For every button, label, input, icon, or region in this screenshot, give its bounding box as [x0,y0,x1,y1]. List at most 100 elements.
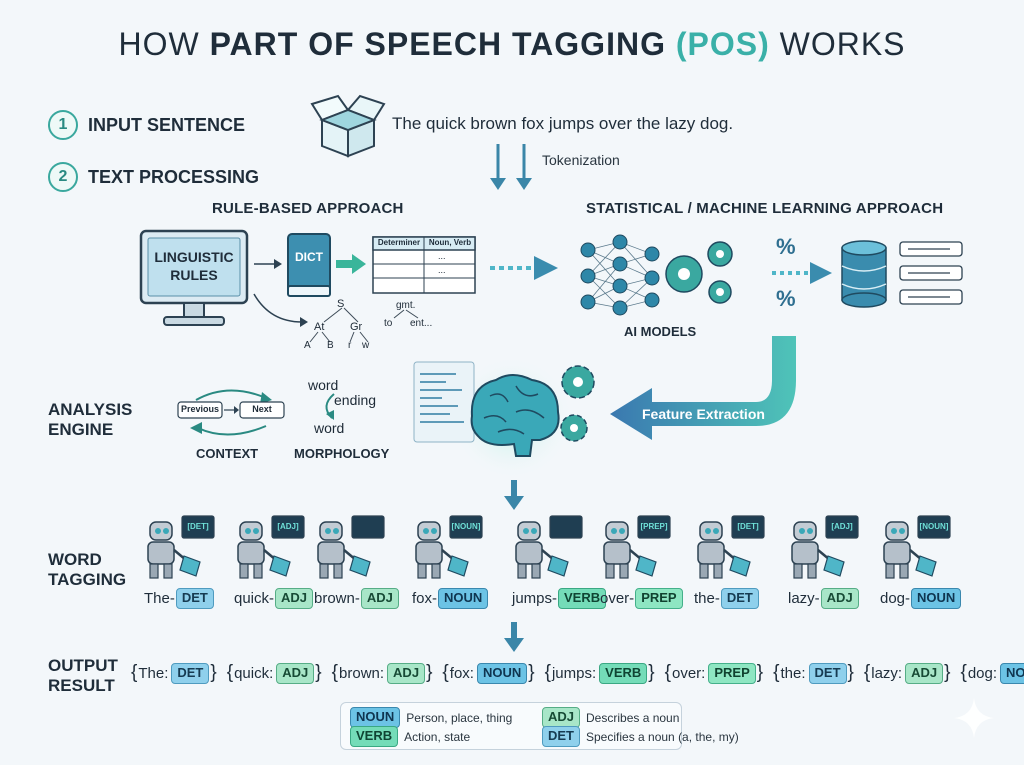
word-tag-pair: dog-NOUN [880,588,962,609]
label-line: WORD [48,550,102,569]
robot-tagger: [NOUN] [408,512,488,591]
legend-tag: ADJ [542,707,581,728]
pos-tag: VERB [558,588,607,609]
label-line: RESULT [48,676,115,695]
robot-icon [415,515,483,579]
context-previous: Previous [180,404,220,414]
arrow-right-icon [336,254,366,274]
output-item: {jumps:VERB} [544,662,655,684]
legend-tag: DET [542,726,580,747]
legend-desc: Describes a noun [586,710,680,725]
percent-symbol: % [776,234,796,259]
gears-icon [560,365,595,442]
pos-tag: ADJ [820,588,859,609]
label-line: TAGGING [48,570,127,589]
dictionary-book-icon [287,233,331,297]
legend-item: ADJ Describes a noun [542,707,679,728]
parse-tree-lines [309,307,419,343]
step-text-processing: 2 TEXT PROCESSING [48,162,259,192]
pos-tag: NOUN [911,588,962,609]
curve-arrow-icon [253,293,308,327]
page-title: HOW PART OF SPEECH TAGGING (POS) WORKS [118,26,906,62]
tree-node: At [314,321,325,333]
legend-desc: Action, state [404,729,471,744]
robot-tagger: [ADJ] [784,512,864,591]
table-cell: ... [438,251,446,261]
tagged-word: over- [600,590,635,607]
word-tag-pair: the-DET [694,588,759,609]
morph-arrow-icon [325,393,335,420]
ai-models-label: AI MODELS [624,324,697,339]
output-word: brown: [339,664,385,682]
down-arrow-icon [504,622,524,652]
output-item: {fox:NOUN} [442,662,535,684]
ml-approach-heading: STATISTICAL / MACHINE LEARNING APPROACH [586,200,944,217]
robot-screen-tag: [DET] [187,522,209,531]
output-tag: DET [171,662,210,684]
tree-node: A [304,340,311,351]
output-word: dog: [967,664,998,682]
output-word: The: [138,664,169,682]
robot-tagger [508,512,588,591]
tokenization-label: Tokenization [542,152,620,168]
step-label: INPUT SENTENCE [88,114,246,135]
down-arrows-icon [490,144,532,190]
box-icon [310,94,386,158]
output-item: {the:DET} [773,662,854,684]
feature-extraction-label: Feature Extraction [642,406,765,422]
robot-screen-tag: [ADJ] [277,522,299,531]
morph-ending: ending [334,392,377,408]
tree-node: S [337,298,345,310]
tagged-word: The- [144,590,175,607]
percent-symbol: % [776,286,796,311]
output-word: quick: [234,664,274,682]
tree-node: B [327,340,334,351]
brain-icon [413,356,574,476]
robot-screen-tag: [NOUN] [919,522,949,531]
rule-based-heading: RULE-BASED APPROACH [212,200,404,217]
output-tag: VERB [599,662,648,684]
output-tag: ADJ [387,662,426,684]
output-tag: ADJ [276,662,315,684]
tree-node: w [362,340,370,351]
step-input-sentence: 1 INPUT SENTENCE [48,110,245,140]
word-tagging-label: WORD TAGGING [48,550,126,590]
word-tag-pair: quick-ADJ [234,588,314,609]
word-tag-pair: jumps-VERB [512,588,607,609]
robot-icon [317,515,385,579]
output-tag: NOUN [476,662,528,684]
robot-tagger: [DET] [140,512,220,591]
robot-screen-tag: [DET] [737,522,759,531]
context-next: Next [252,404,272,414]
down-arrow-icon [504,480,524,510]
output-tag: ADJ [905,662,944,684]
legend-desc: Person, place, thing [406,710,513,725]
legend-tag: VERB [350,726,399,747]
output-tag: DET [808,662,847,684]
step-number: 1 [48,110,78,140]
legend-tag: NOUN [350,707,401,728]
robot-tagger: [PREP] [596,512,676,591]
monitor-screen-text: LINGUISTIC RULES [148,248,240,284]
output-item: {over:PREP} [664,662,764,684]
output-item: {brown:ADJ} [331,662,433,684]
output-word: fox: [449,664,474,682]
dotted-arrow-icon [490,256,558,280]
robot-tagger: [ADJ] [230,512,310,591]
tree-node: r [348,340,352,351]
tagged-word: quick- [234,590,275,607]
output-result: {The:DET}{quick:ADJ}{brown:ADJ}{fox:NOUN… [130,662,1024,684]
table-cell: ... [438,265,446,275]
input-sentence: The quick brown fox jumps over the lazy … [392,114,734,133]
tagged-word: brown- [314,590,360,607]
tagged-word: jumps- [512,590,558,607]
dict-label: DICT [295,250,323,264]
pos-tag: DET [175,588,214,609]
output-item: {The:DET} [131,662,217,684]
legend-item: DET Specifies a noun (a, the, my) [542,726,739,747]
table-header: Determiner [377,238,421,247]
robot-icon [237,515,305,579]
morph-word: word [314,420,345,436]
word-tag-pair: lazy-ADJ [788,588,859,609]
pos-tag: DET [720,588,759,609]
